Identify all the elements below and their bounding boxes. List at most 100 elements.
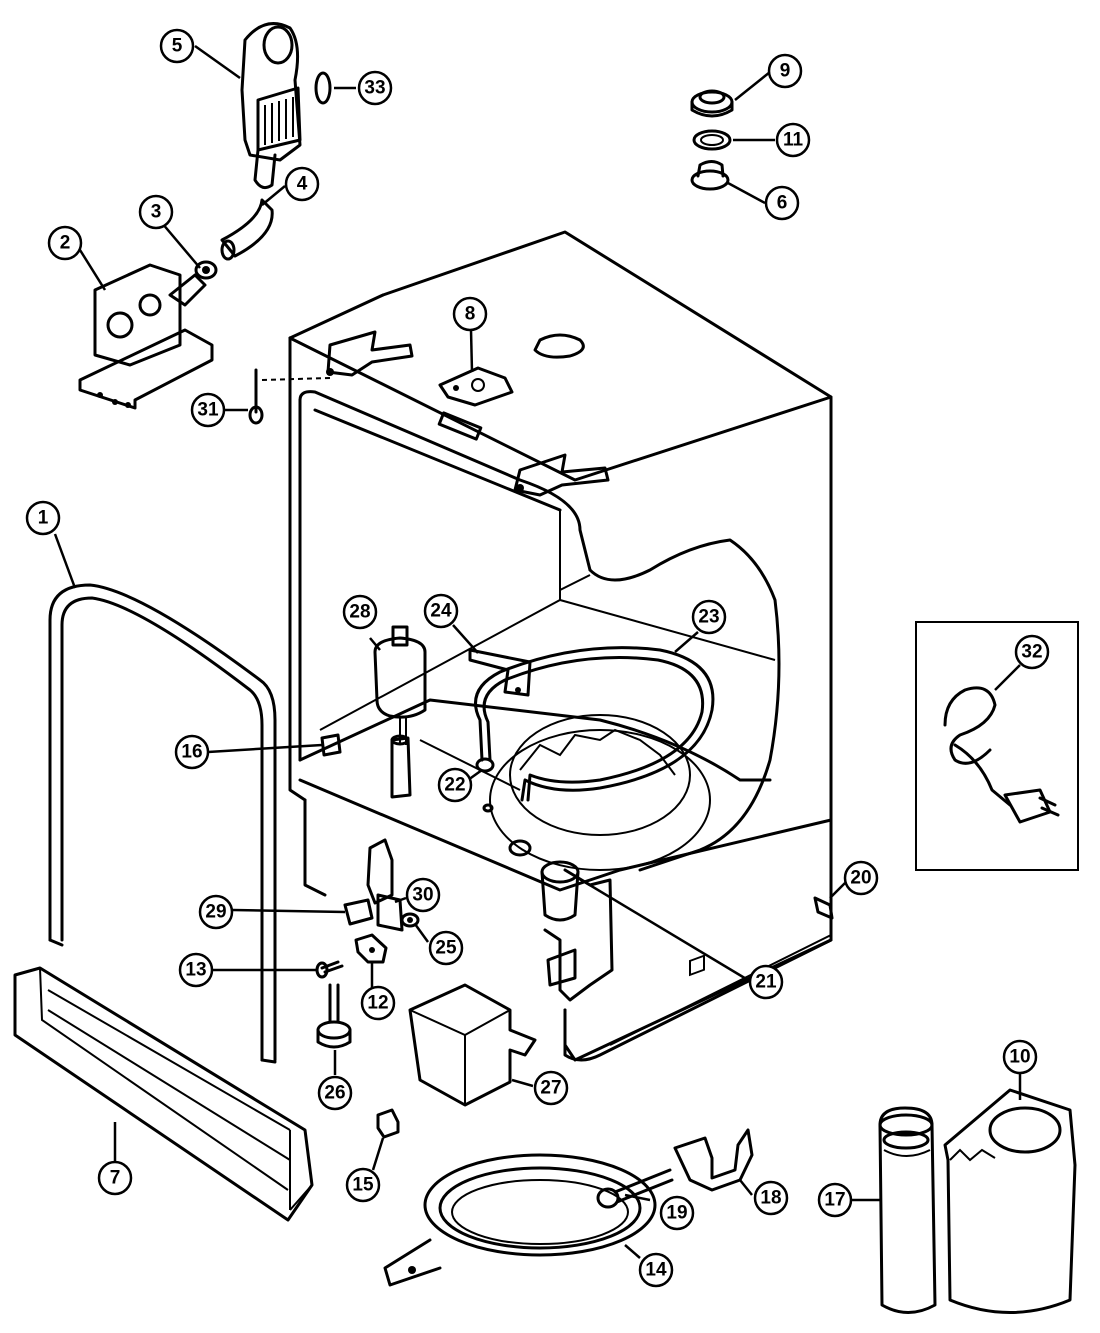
callout-14: 14: [638, 1252, 674, 1288]
callout-24: 24: [423, 593, 459, 629]
callout-25: 25: [428, 930, 464, 966]
callout-2: 2: [47, 225, 83, 261]
callout-11: 11: [775, 122, 811, 158]
svg-text:5: 5: [172, 36, 183, 57]
callout-28: 28: [342, 594, 378, 630]
callout-26: 26: [317, 1075, 353, 1111]
svg-text:4: 4: [297, 174, 308, 195]
cap-part-6: [690, 160, 730, 191]
washer-part-11: [692, 129, 732, 151]
callout-29: 29: [198, 894, 234, 930]
svg-text:18: 18: [760, 1188, 781, 1209]
lower-panel-part: [13, 966, 314, 1222]
callout-33: 33: [357, 70, 393, 106]
clip-part-20: [813, 896, 834, 920]
junction-box-part: [408, 983, 537, 1107]
seal-part-9: [690, 89, 734, 118]
svg-text:24: 24: [430, 601, 452, 622]
o-ring-part: [314, 71, 332, 105]
callout-19: 19: [659, 1195, 695, 1231]
heating-element-part: [474, 646, 715, 802]
svg-text:33: 33: [364, 78, 385, 99]
element-bracket-part: [468, 648, 532, 697]
svg-text:27: 27: [540, 1078, 561, 1099]
svg-text:30: 30: [412, 885, 433, 906]
svg-text:12: 12: [367, 993, 388, 1014]
callout-16: 16: [174, 734, 210, 770]
terminal-nuts-part: [475, 757, 532, 857]
shield-part-10: [943, 1088, 1077, 1314]
screw-part-13: [315, 960, 344, 979]
svg-text:29: 29: [205, 902, 226, 923]
svg-text:2: 2: [60, 233, 71, 254]
svg-text:32: 32: [1021, 642, 1042, 663]
retainer-part-12: [354, 933, 388, 964]
tube-part-17: [878, 1106, 937, 1314]
float-part: [373, 625, 427, 799]
svg-text:17: 17: [824, 1190, 845, 1211]
callout-8: 8: [452, 296, 488, 332]
callout-21: 21: [748, 964, 784, 1000]
nut-part-15: [376, 1108, 400, 1139]
inlet-valve-part: [78, 263, 214, 410]
svg-text:28: 28: [349, 602, 370, 623]
svg-text:7: 7: [110, 1168, 121, 1189]
bracket-part-18: [673, 1128, 754, 1192]
svg-text:21: 21: [755, 972, 777, 993]
callout-23: 23: [691, 599, 727, 635]
callout-7: 7: [97, 1160, 133, 1196]
callout-12: 12: [360, 985, 396, 1021]
callout-20: 20: [843, 860, 879, 896]
svg-text:8: 8: [465, 304, 476, 325]
callout-3: 3: [138, 194, 174, 230]
sump-ring: [489, 714, 711, 871]
callout-31: 31: [190, 392, 226, 428]
clamp-ring-part: [383, 1153, 657, 1287]
svg-text:20: 20: [850, 868, 871, 889]
callout-5: 5: [159, 28, 195, 64]
svg-text:6: 6: [777, 193, 788, 214]
svg-text:15: 15: [352, 1175, 374, 1196]
leveling-leg-part: [316, 983, 352, 1049]
callout-22: 22: [437, 767, 473, 803]
svg-text:31: 31: [197, 400, 219, 421]
svg-text:11: 11: [783, 130, 804, 151]
callout-27: 27: [533, 1070, 569, 1106]
svg-text:25: 25: [435, 938, 457, 959]
hose-clamp-part: [194, 260, 218, 280]
callout-9: 9: [767, 53, 803, 89]
svg-text:16: 16: [181, 742, 202, 763]
leader-lines: [53, 44, 1022, 1259]
svg-text:19: 19: [666, 1203, 687, 1224]
callout-30: 30: [405, 877, 441, 913]
svg-text:13: 13: [185, 960, 206, 981]
power-cord-inset: [915, 621, 1079, 871]
callout-6: 6: [764, 185, 800, 221]
float-switch-part: [320, 733, 342, 757]
callout-18: 18: [753, 1180, 789, 1216]
bolt-part-19: [596, 1168, 674, 1209]
fill-funnel-part: [240, 22, 302, 190]
top-mount-brackets: [326, 330, 610, 497]
tub-cabinet: [288, 230, 833, 1062]
switch-bracket-part: [343, 838, 404, 932]
bracket-8-part: [438, 366, 514, 407]
screw-part-31: [248, 368, 264, 425]
callout-13: 13: [178, 952, 214, 988]
svg-text:26: 26: [324, 1083, 345, 1104]
svg-text:14: 14: [645, 1260, 667, 1281]
callout-10: 10: [1002, 1039, 1038, 1075]
callout-32: 32: [1014, 634, 1050, 670]
svg-text:23: 23: [698, 607, 719, 628]
svg-text:9: 9: [780, 61, 791, 82]
vent-part: [540, 860, 614, 1002]
callout-17: 17: [817, 1182, 853, 1218]
callout-1: 1: [25, 500, 61, 536]
svg-text:3: 3: [151, 202, 162, 223]
nut-part-25: [400, 912, 420, 928]
door-gasket-part: [48, 583, 277, 1064]
callout-15: 15: [345, 1167, 381, 1203]
callout-4: 4: [284, 166, 320, 202]
inlet-hose-part: [220, 198, 274, 261]
